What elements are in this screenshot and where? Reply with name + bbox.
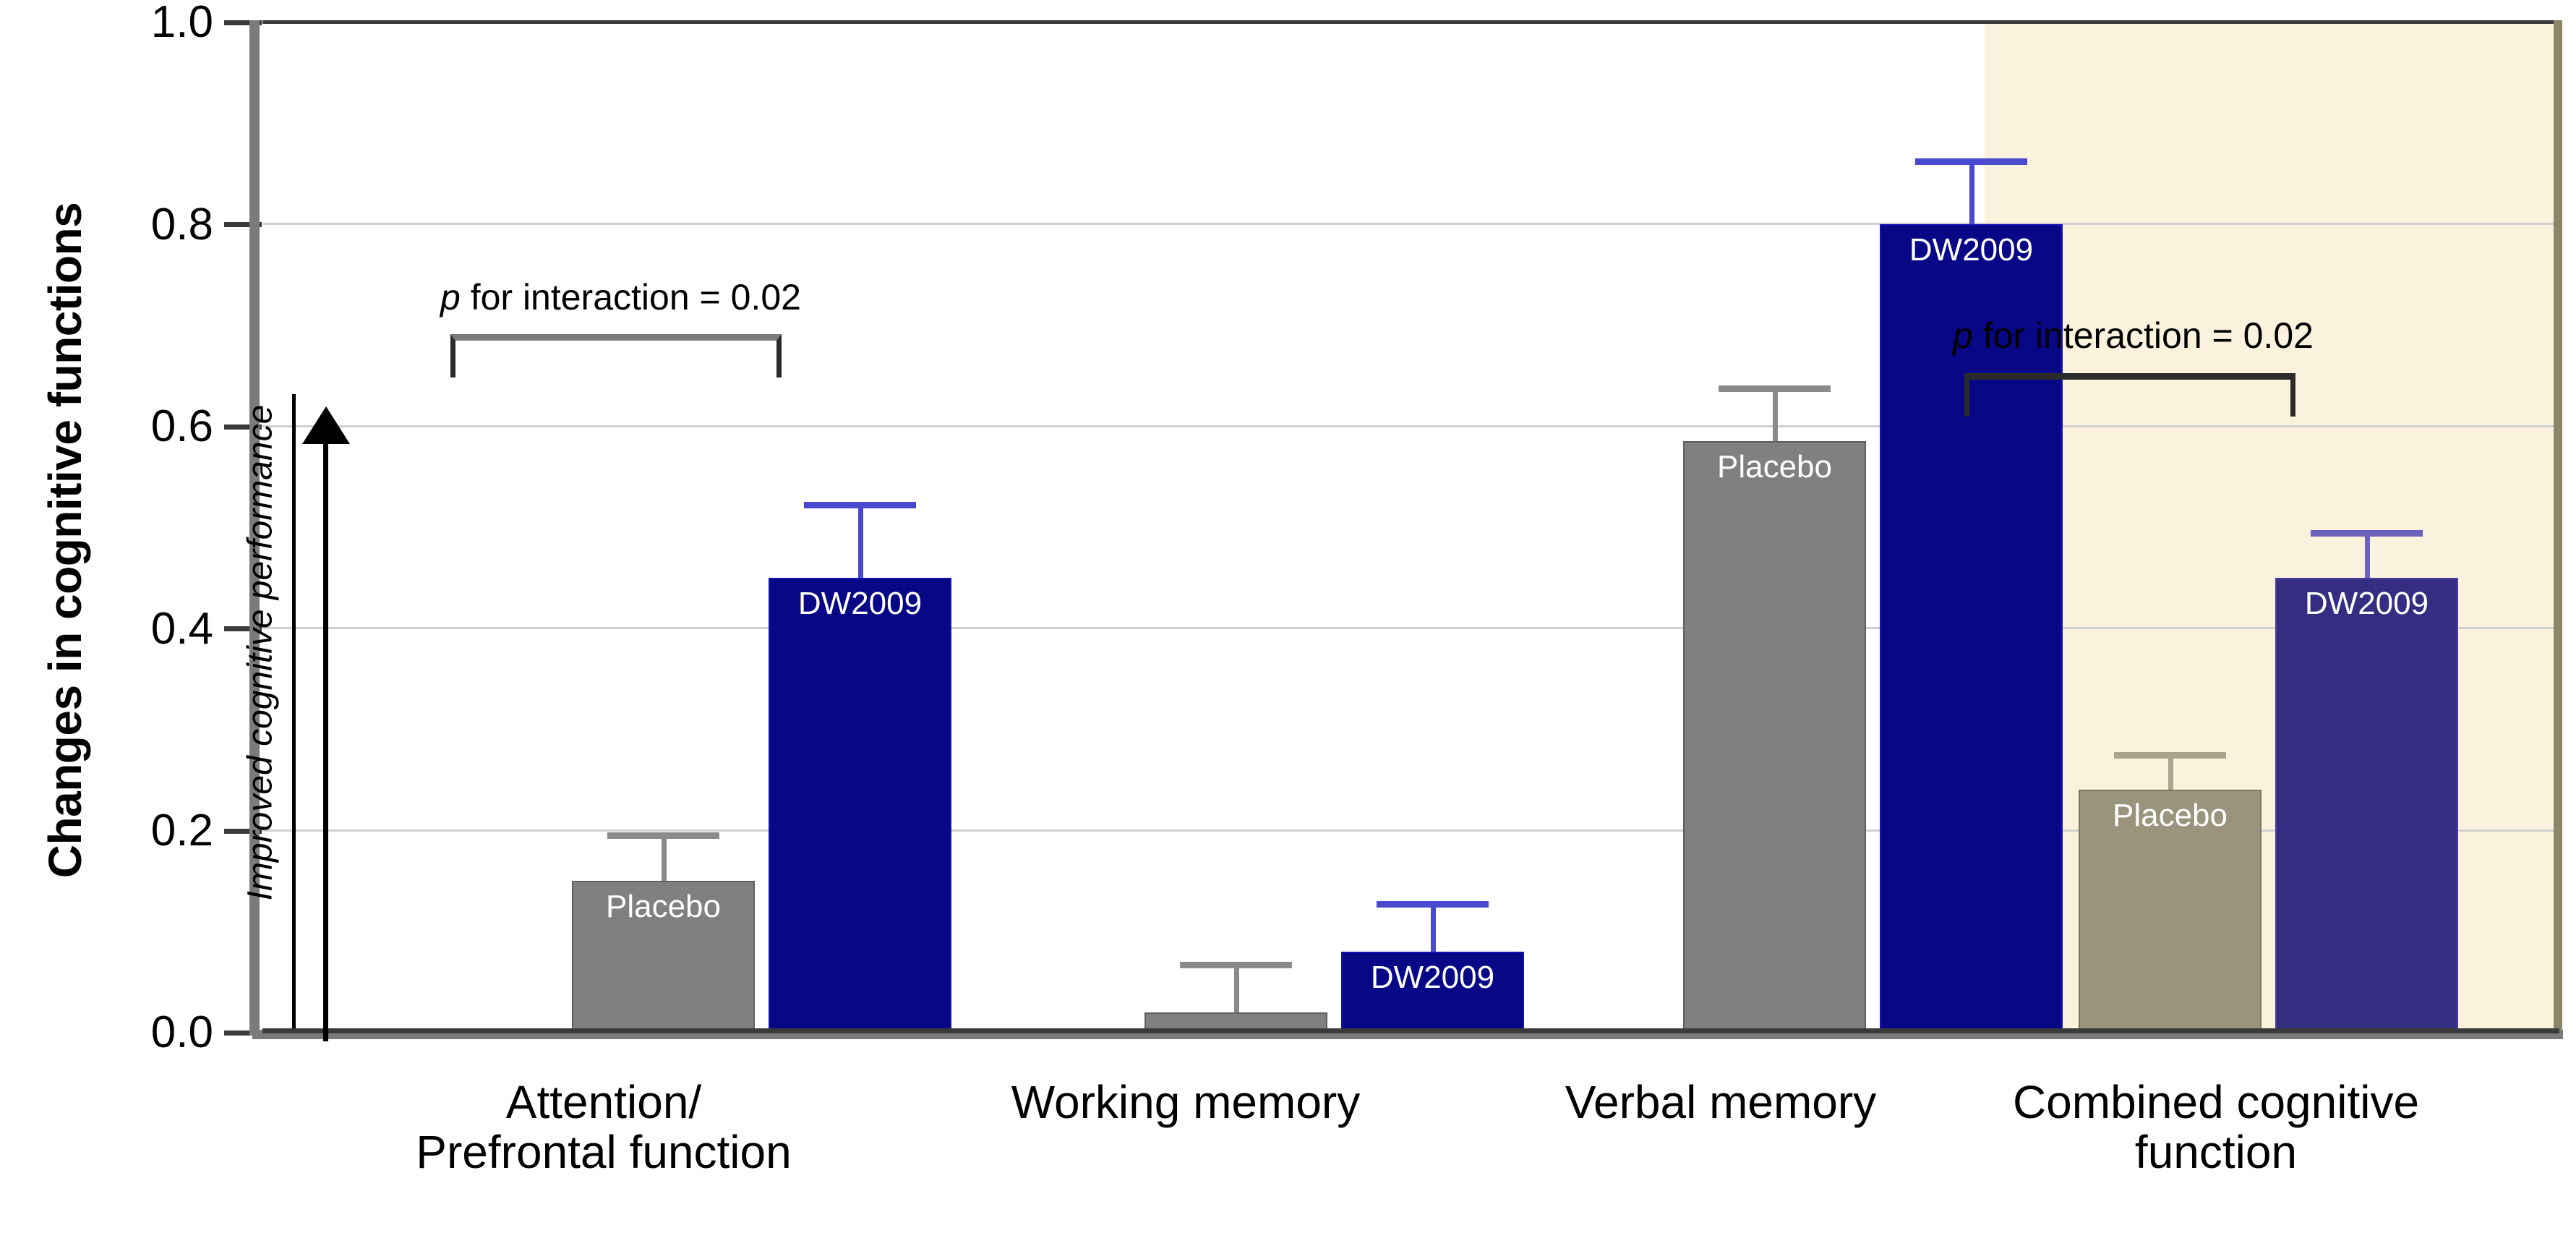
error-cap: [2311, 530, 2423, 537]
y-tick-mark-0.6: [224, 424, 262, 430]
y-axis-title: Changes in cognitive functions: [39, 202, 91, 879]
bar-dw2009-working-memory: DW2009: [1341, 952, 1524, 1033]
bar-label-dw2009: DW2009: [2304, 586, 2429, 621]
y-axis-inner-line: [292, 394, 296, 1034]
up-arrow-icon: [302, 406, 350, 444]
error-bar-dw2009-combined: [2311, 530, 2423, 578]
error-bar-dw2009-attention: [804, 502, 916, 578]
y-tick-mark-0.0: [224, 1030, 262, 1036]
x-tick-label-working-memory: Working memory: [860, 1076, 1511, 1128]
y-tick-mark-0.8: [224, 222, 262, 227]
y-tick-label-0.0: 0.0: [150, 1007, 213, 1057]
bar-label-placebo: Placebo: [2112, 798, 2228, 833]
bar-dw2009-combined: DW2009: [2275, 578, 2458, 1033]
error-bar-placebo-combined: [2114, 752, 2226, 790]
annotation-p-interaction-2: p for interaction = 0.02: [1953, 315, 2314, 357]
annotation-p-interaction-1: p for interaction = 0.02: [440, 276, 801, 318]
improved-performance-arrow-shaft: [323, 427, 328, 1041]
error-bar-placebo-verbal-memory: [1719, 385, 1831, 441]
error-stem: [2364, 533, 2370, 578]
error-stem: [661, 835, 667, 881]
plot-area: Placebo DW2009 DW2009: [262, 20, 2559, 1033]
bar-label-dw2009: DW2009: [1370, 960, 1495, 995]
gridline-1.0: [262, 20, 2559, 24]
error-cap: [804, 502, 916, 508]
bar-label-dw2009: DW2009: [1909, 232, 2034, 268]
y-tick-mark-0.2: [224, 829, 262, 834]
improved-performance-note: Improved cognitive performance: [241, 404, 280, 901]
y-tick-mark-1.0: [224, 20, 262, 25]
bar-dw2009-verbal-memory: DW2009: [1880, 224, 2063, 1033]
y-tick-label-0.6: 0.6: [150, 401, 213, 451]
error-stem: [857, 505, 863, 578]
gridline-0.4: [262, 627, 2559, 629]
highlight-region-combined: [1985, 22, 2559, 1033]
y-tick-label-0.8: 0.8: [150, 200, 213, 249]
error-bar-placebo-attention: [607, 832, 719, 881]
x-tick-label-line-2: function: [2134, 1126, 2298, 1179]
p-symbol: p: [440, 277, 461, 317]
x-tick-label-verbal-memory: Verbal memory: [1395, 1076, 2046, 1128]
bar-placebo-combined: Placebo: [2079, 790, 2262, 1033]
x-axis-baseline-dark: [262, 1028, 2559, 1033]
x-tick-label-line-1: Working memory: [1011, 1076, 1361, 1128]
gridline-0.8: [262, 223, 2559, 225]
error-bar-dw2009-working-memory: [1377, 901, 1489, 952]
p-symbol: p: [1953, 315, 1973, 356]
y-tick-label-0.2: 0.2: [150, 806, 213, 855]
error-stem: [1969, 161, 1974, 224]
bar-placebo-attention: Placebo: [572, 881, 755, 1033]
error-cap: [1377, 901, 1489, 908]
bar-label-dw2009: DW2009: [797, 586, 923, 621]
p-text: for interaction = 0.02: [1972, 315, 2314, 356]
bar-label-placebo: Placebo: [605, 889, 721, 924]
error-cap: [1180, 962, 1292, 968]
bar-dw2009-attention: DW2009: [769, 578, 951, 1033]
annotation-bracket-2: [1964, 373, 2295, 417]
y-tick-label-1.0: 1.0: [150, 0, 213, 47]
y-tick-mark-0.4: [224, 626, 262, 631]
error-bar-placebo-working-memory: [1180, 962, 1292, 1012]
error-cap: [607, 832, 719, 839]
error-cap: [2114, 752, 2226, 759]
error-cap: [1915, 158, 2027, 165]
bar-label-placebo: Placebo: [1716, 449, 1832, 485]
error-stem: [2168, 755, 2173, 790]
gridline-0.2: [262, 829, 2559, 832]
p-text: for interaction = 0.02: [460, 277, 801, 317]
right-axis-spine: [2554, 20, 2562, 1036]
error-stem: [1233, 965, 1239, 1012]
y-tick-label-0.4: 0.4: [150, 604, 213, 654]
x-tick-label-line-1: Combined cognitive: [2012, 1076, 2420, 1128]
error-cap: [1719, 385, 1831, 392]
error-bar-dw2009-verbal-memory: [1915, 158, 2027, 224]
x-tick-label-line-1: Attention/: [505, 1076, 702, 1128]
error-stem: [1430, 904, 1436, 952]
annotation-bracket-1: [450, 334, 782, 377]
x-tick-label-line-2: Prefrontal function: [416, 1126, 792, 1179]
gridline-0.6: [262, 425, 2559, 427]
x-tick-label-attention: Attention/ Prefrontal function: [278, 1076, 929, 1179]
x-tick-label-line-1: Verbal memory: [1565, 1076, 1877, 1128]
y-axis-spine: [249, 20, 260, 1036]
bar-placebo-verbal-memory: Placebo: [1683, 441, 1866, 1033]
x-tick-label-combined: Combined cognitive function: [1854, 1076, 2576, 1179]
error-stem: [1772, 388, 1778, 441]
